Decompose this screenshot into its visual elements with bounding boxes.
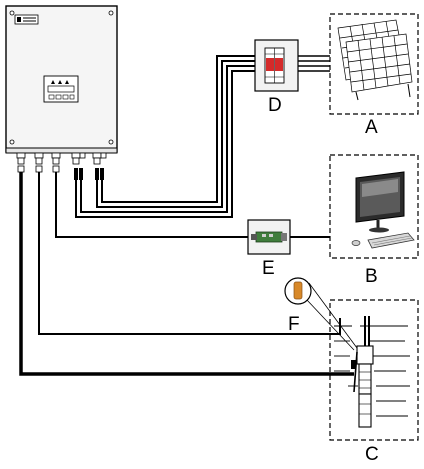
- submersible-pump: [351, 345, 374, 428]
- label-a: A: [365, 117, 378, 138]
- left-gland-plugs: [17, 165, 60, 173]
- screw-bottom-right: [108, 139, 114, 145]
- well-border: [329, 299, 419, 441]
- mouse: [351, 240, 361, 246]
- dc-wire-3: [96, 60, 262, 208]
- float-sensor-icon: [293, 281, 303, 300]
- computer-border: [329, 154, 419, 259]
- solar-panel-front: [345, 33, 413, 93]
- water-level-lines: [334, 325, 410, 417]
- circuit-breaker: D: [254, 39, 299, 116]
- breaker-toggle: [266, 58, 274, 71]
- callout-line: [306, 299, 355, 351]
- breaker-toggle: [275, 58, 283, 71]
- well-pump: C: [329, 299, 419, 465]
- lcd-display: [47, 85, 75, 93]
- well-pipe: [364, 316, 370, 346]
- dc-connectors: [74, 168, 104, 180]
- keyboard: [367, 232, 415, 249]
- cable-glands: [16, 152, 107, 165]
- label-e: E: [262, 258, 275, 279]
- monitor: [355, 171, 405, 233]
- label-c: C: [365, 444, 379, 465]
- dc-wire-2: [80, 65, 262, 213]
- wiring: [19, 55, 354, 376]
- label-b: B: [365, 266, 378, 287]
- solar-panel-stand: [355, 83, 411, 101]
- float-sensor-detail: F: [284, 277, 358, 351]
- inverter-bottom-rail: [5, 147, 118, 154]
- callout-line: [308, 282, 358, 349]
- dc-wire-1: [75, 70, 262, 218]
- panel-buttons: [48, 94, 75, 100]
- status-triangle-icon: [65, 80, 69, 84]
- pump-float-switch: [351, 360, 356, 369]
- status-triangle-icon: [51, 80, 55, 84]
- inverter-control-panel: [43, 75, 79, 103]
- solar-array: A: [329, 13, 419, 138]
- status-triangle-icon: [58, 80, 62, 84]
- pump-power-wire: [19, 172, 354, 376]
- float-sensor-wire: [38, 172, 341, 335]
- computer-station: B: [329, 154, 419, 287]
- inverter-unit: [5, 5, 118, 180]
- screw-bottom-left: [9, 139, 15, 145]
- label-d: D: [268, 95, 282, 116]
- label-f: F: [288, 314, 300, 335]
- inverter-logo: [14, 14, 39, 25]
- rs485-converter: E: [247, 219, 291, 279]
- comm-wire: [55, 172, 248, 238]
- screw-top-right: [108, 10, 114, 16]
- dc-wire-4: [101, 55, 262, 203]
- screw-top-left: [9, 10, 15, 16]
- solar-array-border: [329, 13, 419, 115]
